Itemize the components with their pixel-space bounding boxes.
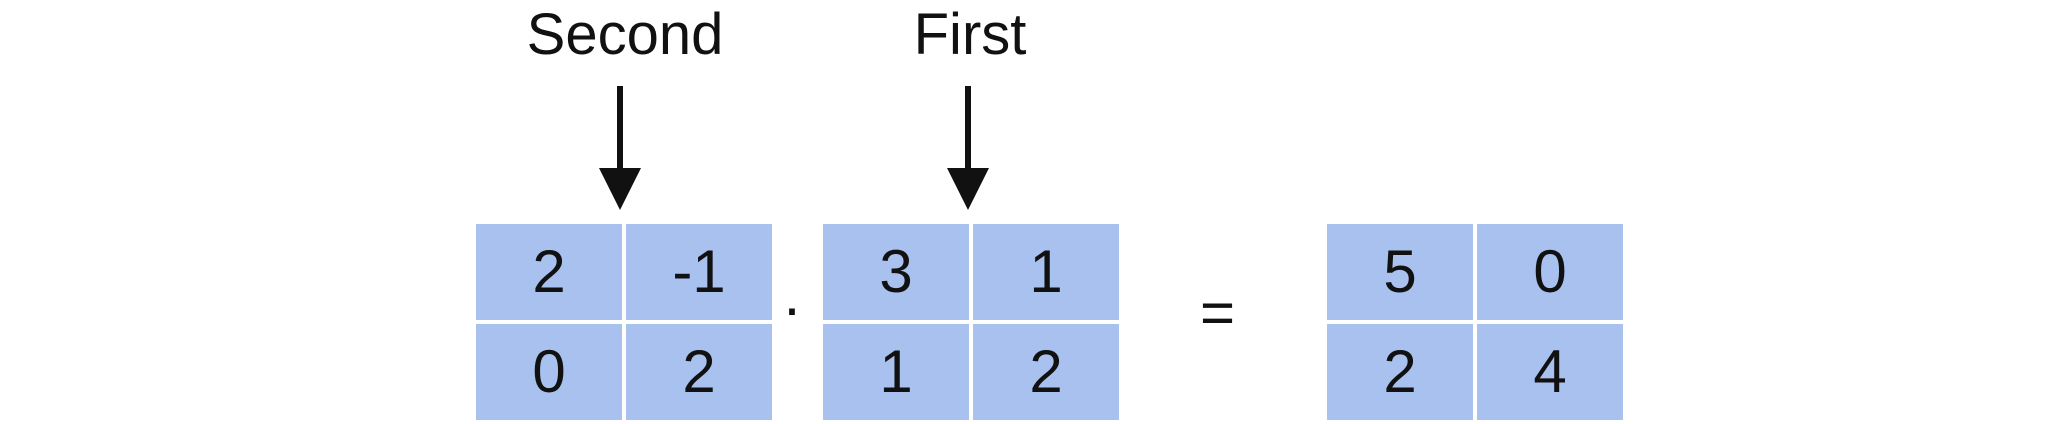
equals-operator: = (1200, 279, 1236, 346)
result-matrix-cell-r1c2: 0 (1477, 224, 1623, 320)
result-matrix-cell-r2c1: 2 (1327, 324, 1473, 420)
first-label: First (913, 2, 1027, 67)
result-matrix-cell-r1c1: 5 (1327, 224, 1473, 320)
second-matrix-cell-r2c1: 0 (476, 324, 622, 420)
first-matrix-cell-r1c2: 1 (973, 224, 1119, 320)
second-matrix-cell-r2c2: 2 (626, 324, 772, 420)
first-arrow (947, 86, 989, 210)
second-matrix: 2 -1 0 2 (476, 224, 772, 420)
second-matrix-cell-r1c1: 2 (476, 224, 622, 320)
first-matrix-cell-r2c2: 2 (973, 324, 1119, 420)
second-arrow (599, 86, 641, 210)
dot-operator: · (782, 274, 802, 341)
result-matrix: 5 0 2 4 (1327, 224, 1623, 420)
second-matrix-cell-r1c2: -1 (626, 224, 772, 320)
first-matrix-cell-r1c1: 3 (823, 224, 969, 320)
first-matrix-cell-r2c1: 1 (823, 324, 969, 420)
second-label: Second (526, 2, 724, 67)
first-matrix: 3 1 1 2 (823, 224, 1119, 420)
result-matrix-cell-r2c2: 4 (1477, 324, 1623, 420)
